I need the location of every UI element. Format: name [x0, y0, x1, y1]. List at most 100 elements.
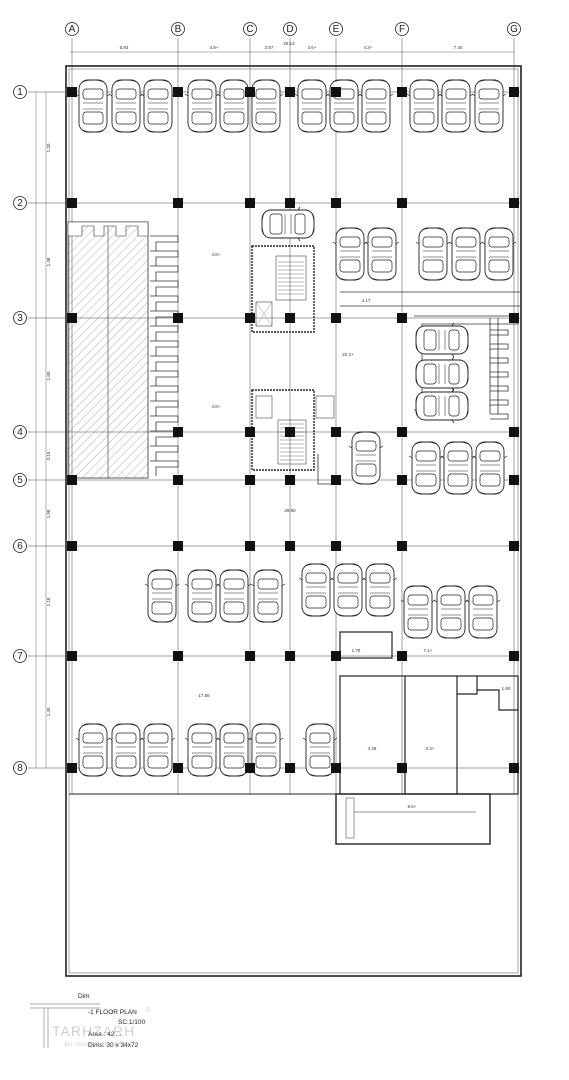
- svg-text:4: 4: [17, 427, 23, 438]
- car: [408, 441, 444, 495]
- column: [397, 763, 407, 773]
- grid-col-a: A: [65, 22, 79, 36]
- grid-row-3: 3: [13, 311, 27, 325]
- car: [465, 585, 501, 639]
- grid-row-6: 6: [13, 539, 27, 553]
- stair-core-upper: [251, 245, 315, 333]
- car: [415, 388, 469, 424]
- side-dim-4: 3.15: [46, 451, 51, 460]
- car: [362, 563, 398, 617]
- column: [397, 475, 407, 485]
- scale-label: SC:1/100: [118, 1019, 145, 1026]
- car: [250, 569, 286, 623]
- car: [75, 723, 111, 777]
- service-rooms: [335, 631, 519, 845]
- column: [397, 87, 407, 97]
- grid-row-4: 4: [13, 425, 27, 439]
- ramp-hatched-area: [67, 221, 149, 479]
- svg-text:A: A: [69, 24, 76, 35]
- column: [509, 427, 519, 437]
- column: [67, 763, 77, 773]
- interior-dimension-labels: 4.8+ 4.8+ 4.17 22.2+ 29.80 17.56 4.28 3.…: [198, 252, 511, 809]
- car: [184, 79, 220, 133]
- column: [331, 763, 341, 773]
- svg-text:2: 2: [17, 198, 23, 209]
- car: [471, 79, 507, 133]
- column: [509, 87, 519, 97]
- top-dim-1: 6.93: [120, 45, 129, 50]
- grid-row-1: 1: [13, 85, 27, 99]
- column: [173, 427, 183, 437]
- column: [245, 87, 255, 97]
- dim-c: 4.17: [362, 298, 371, 303]
- top-total-dim: 29.13: [283, 41, 295, 46]
- column: [285, 198, 295, 208]
- column: [67, 198, 77, 208]
- column: [245, 475, 255, 485]
- grid-col-d: D: [283, 22, 297, 36]
- car: [358, 79, 394, 133]
- column: [67, 475, 77, 485]
- column: [173, 475, 183, 485]
- side-dim-6: 1.18: [46, 597, 51, 606]
- car: [348, 431, 384, 485]
- brand-name: TARHZARH: [52, 1023, 135, 1039]
- dim-i: 9.6+: [408, 804, 417, 809]
- column: [285, 313, 295, 323]
- copyright-symbol: ©: [146, 1006, 152, 1014]
- column: [67, 87, 77, 97]
- svg-text:B: B: [175, 24, 182, 35]
- grid-row-7: 7: [13, 649, 27, 663]
- column: [509, 541, 519, 551]
- column: [173, 87, 183, 97]
- side-dim-5: 1.98: [46, 509, 51, 518]
- car: [144, 569, 180, 623]
- dim-h: 3.3+: [426, 746, 435, 751]
- top-dim-2: 4.8+: [210, 45, 219, 50]
- grid-col-e: E: [329, 22, 343, 36]
- side-dim-7: 1.40: [46, 707, 51, 716]
- car: [298, 563, 334, 617]
- column: [509, 198, 519, 208]
- top-dim-5: 4.3+: [364, 45, 373, 50]
- top-dim-3: 2.87: [265, 45, 274, 50]
- svg-text:3: 3: [17, 313, 23, 324]
- grid-row-2: 2: [13, 196, 27, 210]
- column: [285, 541, 295, 551]
- plan-title: -1 FLOOR PLAN: [88, 1009, 137, 1016]
- car: [415, 322, 469, 358]
- svg-text:5: 5: [17, 475, 23, 486]
- column: [173, 541, 183, 551]
- svg-text:G: G: [510, 24, 518, 35]
- row-grid-markers: 1 2 3 4 5 6 7 8: [13, 85, 27, 775]
- side-dim-1: 1.20: [46, 143, 51, 152]
- column: [245, 198, 255, 208]
- car: [140, 723, 176, 777]
- grid-row-5: 5: [13, 473, 27, 487]
- svg-text:6: 6: [17, 541, 23, 552]
- car: [216, 569, 252, 623]
- title-block: Dim -1 FLOOR PLAN SC:1/100 Area : 42 ...…: [30, 993, 152, 1049]
- column: [245, 763, 255, 773]
- dim-d: 22.2+: [342, 352, 354, 357]
- top-dim-4: 3.6+: [308, 45, 317, 50]
- area-line: Area : 42 ...: [88, 1031, 122, 1038]
- column: [397, 651, 407, 661]
- car: [433, 585, 469, 639]
- dim-f: 17.56: [198, 693, 210, 698]
- car: [438, 79, 474, 133]
- parking-bay-walls: [150, 235, 509, 476]
- column: [173, 198, 183, 208]
- column: [173, 313, 183, 323]
- column: [285, 651, 295, 661]
- column: [285, 87, 295, 97]
- column: [245, 313, 255, 323]
- svg-text:8: 8: [17, 763, 23, 774]
- column: [331, 198, 341, 208]
- svg-text:C: C: [246, 24, 253, 35]
- column: [245, 427, 255, 437]
- side-dim-3: 1.60: [46, 371, 51, 380]
- car: [184, 569, 220, 623]
